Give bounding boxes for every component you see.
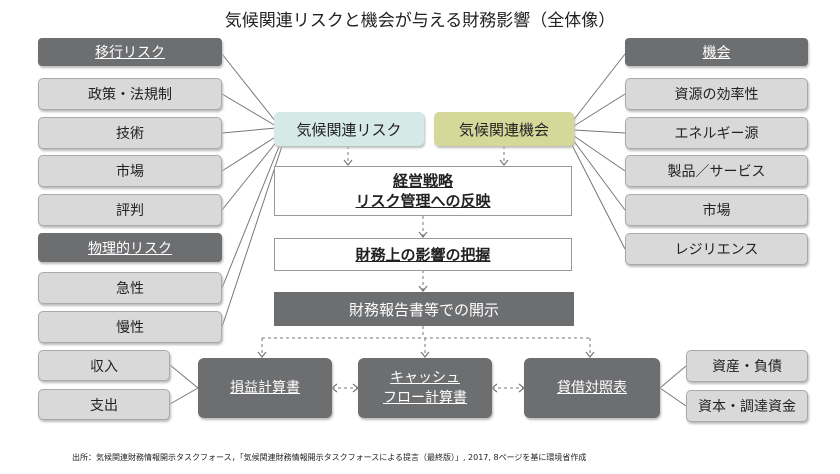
climate-opportunity-box: 気候関連機会 — [434, 112, 574, 146]
left-item: 技術 — [38, 117, 222, 149]
left-item: 慢性 — [38, 311, 222, 343]
physical-risk-header: 物理的リスク — [38, 233, 222, 262]
strategy-line1: 経営戦略 — [392, 172, 453, 190]
climate-risk-box: 気候関連リスク — [274, 112, 424, 146]
strategy-line2: リスク管理への反映 — [355, 192, 491, 210]
disclosure-box: 財務報告書等での開示 — [274, 292, 574, 326]
capital-item: 資本・調達資金 — [686, 390, 808, 422]
left-connectors — [221, 53, 283, 328]
left-item: 市場 — [38, 155, 222, 187]
financial-impact-box: 財務上の影響の把握 — [274, 238, 572, 271]
right-item: レジリエンス — [625, 233, 808, 265]
right-item: エネルギー源 — [625, 117, 808, 149]
side-connectors — [169, 364, 687, 407]
transition-risk-header: 移行リスク — [38, 38, 222, 66]
assets-item: 資産・負債 — [686, 350, 808, 382]
cash-flow-line1: キャッシュ — [390, 370, 460, 386]
cash-flow-box: キャッシュ フロー計算書 — [358, 358, 492, 418]
right-item: 製品／サービス — [625, 155, 808, 187]
right-connectors — [571, 53, 626, 250]
left-item: 急性 — [38, 272, 222, 304]
balance-sheet-box: 貸借対照表 — [524, 358, 660, 418]
strategy-box: 経営戦略 リスク管理への反映 — [274, 166, 572, 216]
opportunity-header: 機会 — [625, 38, 808, 66]
income-statement-box: 損益計算書 — [198, 358, 332, 418]
left-item: 評判 — [38, 194, 222, 226]
income-item: 収入 — [38, 350, 170, 381]
footnote: 出所：気候関連財務情報開示タスクフォース，「気候関連財務情報開示タスクフォースに… — [72, 452, 587, 462]
right-item: 市場 — [625, 194, 808, 226]
right-item: 資源の効率性 — [625, 78, 808, 110]
expense-item: 支出 — [38, 389, 170, 420]
page-title: 気候関連リスクと機会が与える財務影響（全体像） — [224, 10, 616, 31]
cash-flow-line2: フロー計算書 — [383, 390, 467, 406]
left-item: 政策・法規制 — [38, 78, 222, 110]
dashed-arrows — [261, 146, 591, 389]
